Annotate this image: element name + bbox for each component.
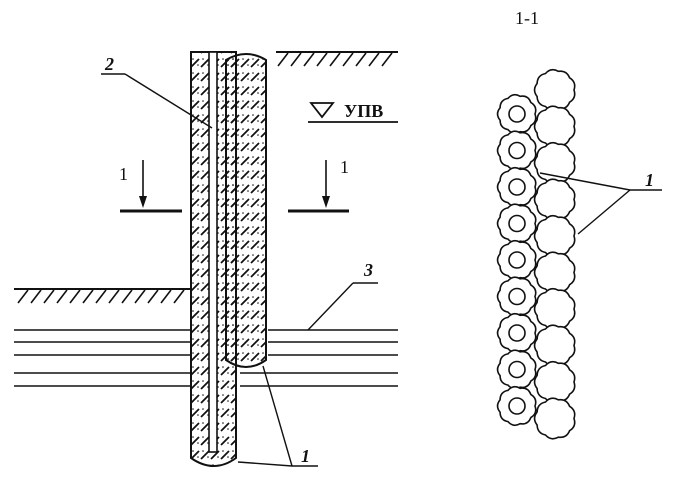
ground-hatch-tick xyxy=(303,52,315,67)
ground-hatch-tick xyxy=(56,289,68,304)
column-row-left xyxy=(496,93,537,427)
section-tube-circle xyxy=(508,105,526,123)
ground-hatch-tick xyxy=(30,289,42,304)
section-column-outer xyxy=(533,214,576,258)
ground-hatch-tick xyxy=(43,289,55,304)
section-column-outer xyxy=(533,141,576,185)
section-view: 1-1 1 xyxy=(496,8,662,440)
section-tube-circle xyxy=(508,251,526,269)
section-tube-circle xyxy=(508,360,526,379)
ground-hatch-tick xyxy=(69,289,81,304)
callout-tube-number: 2 xyxy=(104,54,114,74)
water-level-marker: УПВ xyxy=(308,101,398,123)
section-column-outer xyxy=(533,178,576,221)
callout-section-number: 1 xyxy=(645,170,654,190)
section-column-outer xyxy=(533,251,576,294)
callout-layers-number: 3 xyxy=(363,260,373,280)
section-tube-circle xyxy=(508,397,526,415)
section-tube-circle xyxy=(508,324,526,342)
ground-hatch-tick xyxy=(329,52,341,67)
ground-hatch-tick xyxy=(82,289,94,304)
callout-layers: 3 xyxy=(307,260,378,331)
ground-hatch-tick xyxy=(121,289,133,304)
ground-hatch-tick xyxy=(173,289,185,304)
section-column-outer xyxy=(533,324,576,367)
section-column-outer xyxy=(533,68,576,112)
column-row-right xyxy=(533,68,576,440)
section-mark-left-number: 1 xyxy=(119,164,128,184)
ground-hatch-tick xyxy=(381,52,393,67)
ground-hatch-tick xyxy=(160,289,172,304)
section-tube-circle xyxy=(508,287,526,306)
callout-tube: 2 xyxy=(101,54,213,129)
section-tube-circle xyxy=(508,214,526,233)
callout-section: 1 xyxy=(539,170,662,235)
ground-hatch-tick xyxy=(342,52,354,67)
ground-hatch-tick xyxy=(316,52,328,67)
section-column-outer xyxy=(533,360,576,404)
injection-tube xyxy=(208,51,218,453)
section-tube-circle xyxy=(508,141,526,160)
ground-hatch-tick xyxy=(277,52,289,67)
section-column-outer xyxy=(533,397,576,440)
section-column-outer xyxy=(533,287,576,331)
callout-wall-number: 1 xyxy=(301,446,310,466)
ground-hatch-tick xyxy=(108,289,120,304)
ground-hatch-tick xyxy=(355,52,367,67)
ground-hatch-tick xyxy=(290,52,302,67)
ground-hatch-tick xyxy=(368,52,380,67)
soil-layers xyxy=(14,329,398,387)
water-level-label: УПВ xyxy=(344,101,383,121)
ground-hatch-tick xyxy=(134,289,146,304)
section-mark-left: 1 xyxy=(119,160,182,213)
section-title: 1-1 xyxy=(515,8,539,28)
ground-surface-lower xyxy=(14,288,192,304)
ground-hatch-tick xyxy=(95,289,107,304)
ground-hatch-tick xyxy=(147,289,159,304)
section-column-outer xyxy=(533,105,576,148)
ground-hatch-tick xyxy=(17,289,29,304)
ground-surface-upper xyxy=(276,51,398,67)
section-mark-right: 1 xyxy=(288,157,349,213)
section-tube-circle xyxy=(508,178,526,196)
callout-wall: 1 xyxy=(237,365,318,467)
section-mark-right-number: 1 xyxy=(340,157,349,177)
elevation-view: УПВ 1 1 2 3 xyxy=(14,51,398,467)
